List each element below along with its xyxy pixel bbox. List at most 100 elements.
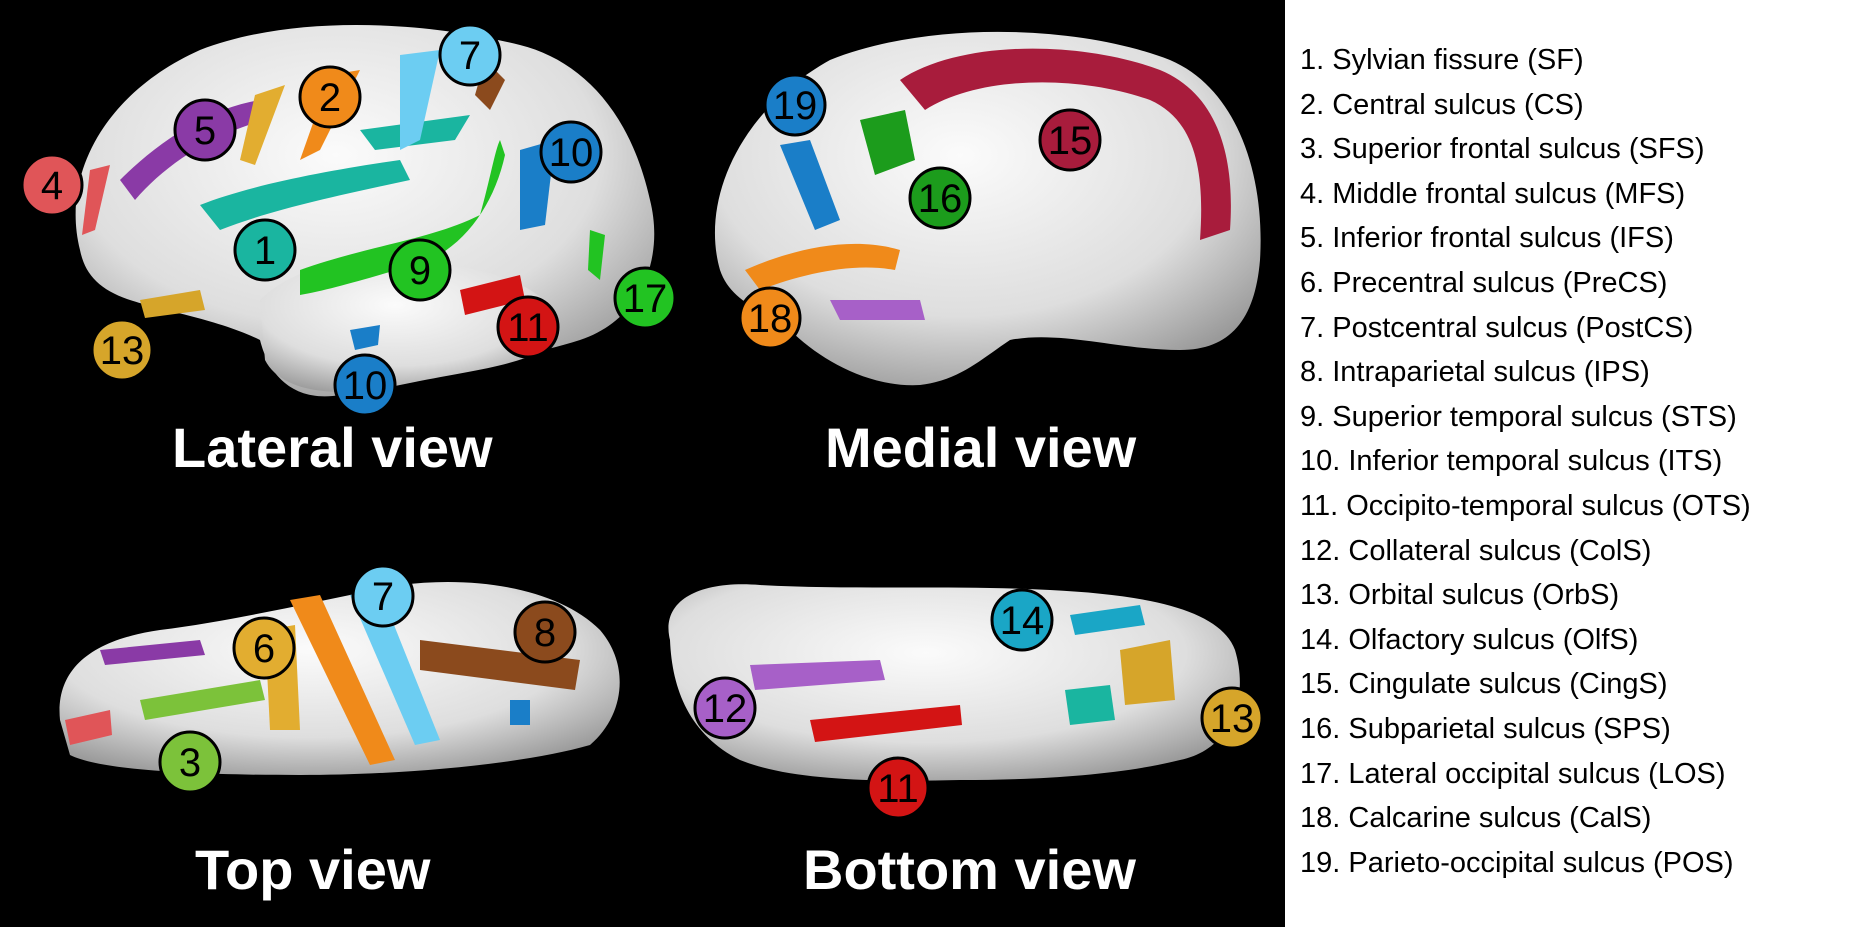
bottom-cortex-surface <box>668 584 1240 781</box>
badge-number: 7 <box>372 575 394 619</box>
badge-number: 10 <box>343 364 388 408</box>
sulcus-1-patch <box>200 160 410 230</box>
legend-item: 11. Occipito-temporal sulcus (OTS) <box>1300 489 1751 522</box>
sulcus-badge: 3 <box>158 730 222 794</box>
badge-circle <box>738 286 802 350</box>
sulcus-13-bottom-patch <box>1120 640 1175 705</box>
sulcus-6-patch <box>240 85 285 165</box>
sulcus-11-patch <box>460 275 525 315</box>
badge-circle <box>763 73 827 137</box>
badge-circle <box>333 353 397 417</box>
sulcus-badge: 16 <box>908 166 972 230</box>
sulcus-4-patch <box>82 165 110 235</box>
badge-number: 1 <box>254 229 276 273</box>
bottom-view-label: Bottom view <box>803 838 1136 901</box>
top-view-brain <box>59 582 620 775</box>
badge-number: 3 <box>179 741 201 785</box>
legend-item: 17. Lateral occipital sulcus (LOS) <box>1300 757 1726 790</box>
sulcus-19-patch <box>780 140 840 230</box>
sulcus-badge: 2 <box>298 65 362 129</box>
badge-number: 6 <box>253 627 275 671</box>
sulcus-badge: 8 <box>513 600 577 664</box>
badge-number: 17 <box>623 277 668 321</box>
legend-item: 4. Middle frontal sulcus (MFS) <box>1300 177 1686 210</box>
brain-illustrations: 1 2 4 5 7 9 10 10 11 13 17 15 16 18 19 3… <box>20 23 1264 820</box>
sulcus-badge: 9 <box>388 238 452 302</box>
legend-item: 5. Inferior frontal sulcus (IFS) <box>1300 222 1674 255</box>
badge-circle <box>351 564 415 628</box>
bottom-view-brain <box>668 584 1240 781</box>
sulcus-badge: 13 <box>1200 686 1264 750</box>
sulcus-1-bottom-patch <box>1065 685 1115 725</box>
legend-item: 6. Precentral sulcus (PreCS) <box>1300 266 1668 299</box>
sulcus-badge: 7 <box>351 564 415 628</box>
badge-number: 13 <box>1210 697 1255 741</box>
sulcus-10-top-patch <box>510 700 530 725</box>
legend-item: 16. Subparietal sulcus (SPS) <box>1300 712 1671 745</box>
sulcus-8-patch-top <box>420 640 580 690</box>
legend-item: 3. Superior frontal sulcus (SFS) <box>1300 133 1705 166</box>
badge-circle <box>438 23 502 87</box>
badge-circle <box>496 295 560 359</box>
sulcus-badge: 6 <box>232 616 296 680</box>
badge-number: 19 <box>773 84 818 128</box>
sulcus-14-patch <box>1070 605 1145 635</box>
badge-circle <box>298 65 362 129</box>
badge-number: 9 <box>409 249 431 293</box>
badge-circle <box>693 676 757 740</box>
medial-cortex-surface <box>714 31 1261 386</box>
sulcus-11-bottom-patch <box>810 705 962 742</box>
sulcus-badge: 15 <box>1038 108 1102 172</box>
legend-item: 1. Sylvian fissure (SF) <box>1300 44 1584 76</box>
sulcus-13-patch <box>140 290 205 318</box>
badge-number: 11 <box>877 767 919 811</box>
sulcus-2-patch-top <box>290 595 395 765</box>
badge-circle <box>233 218 297 282</box>
badge-circle <box>388 238 452 302</box>
legend-item: 14. Olfactory sulcus (OlfS) <box>1300 623 1639 656</box>
badge-number: 14 <box>1000 599 1045 643</box>
badge-number: 8 <box>534 611 556 655</box>
badge-circle <box>90 318 154 382</box>
badge-number: 5 <box>194 109 216 153</box>
badge-circle <box>990 588 1054 652</box>
legend-item: 9. Superior temporal sulcus (STS) <box>1300 400 1737 433</box>
badge-number: 10 <box>549 131 594 175</box>
legend-item: 19. Parieto-occipital sulcus (POS) <box>1300 846 1734 879</box>
sulcus-badge: 11 <box>866 756 930 820</box>
badge-number: 15 <box>1048 119 1093 163</box>
badge-circle <box>513 600 577 664</box>
sulcus-badge: 12 <box>693 676 757 740</box>
sulcus-7-patch-top <box>350 590 440 745</box>
badge-number: 2 <box>319 76 341 120</box>
medial-view-brain <box>714 31 1261 386</box>
badge-circle <box>1200 686 1264 750</box>
brain-figure-panel: 1 2 4 5 7 9 10 10 11 13 17 15 16 18 19 3… <box>0 0 1285 927</box>
badge-number: 7 <box>459 34 481 78</box>
badge-circle <box>158 730 222 794</box>
badge-circle <box>866 756 930 820</box>
sulcus-9-patch <box>300 140 505 295</box>
legend-item: 8. Intraparietal sulcus (IPS) <box>1300 356 1650 389</box>
legend-item: 2. Central sulcus (CS) <box>1300 88 1584 121</box>
sulcus-badge: 17 <box>613 266 677 330</box>
badge-circle <box>1038 108 1102 172</box>
sulcus-18-patch-b <box>830 300 925 320</box>
legend-item: 13. Orbital sulcus (OrbS) <box>1300 579 1620 612</box>
badge-circle <box>613 266 677 330</box>
sulcus-badge: 19 <box>763 73 827 137</box>
badge-number: 12 <box>703 687 748 731</box>
legend-item: 10. Inferior temporal sulcus (ITS) <box>1300 445 1723 478</box>
sulcus-badge: 5 <box>173 98 237 162</box>
top-view-label: Top view <box>195 838 431 901</box>
legend-item: 18. Calcarine sulcus (CalS) <box>1300 802 1652 835</box>
sulcus-badge: 13 <box>90 318 154 382</box>
sulcus-badge: 10 <box>333 353 397 417</box>
sulcus-badge: 11 <box>496 295 560 359</box>
lateral-view-brain <box>75 25 655 397</box>
sulcus-17-patch <box>588 230 605 280</box>
badge-circle <box>173 98 237 162</box>
sulcus-4-top-patch <box>65 710 112 745</box>
sulcus-legend: 1. Sylvian fissure (SF) 2. Central sulcu… <box>1300 38 1840 885</box>
sulcus-10-patch-b <box>350 325 380 350</box>
